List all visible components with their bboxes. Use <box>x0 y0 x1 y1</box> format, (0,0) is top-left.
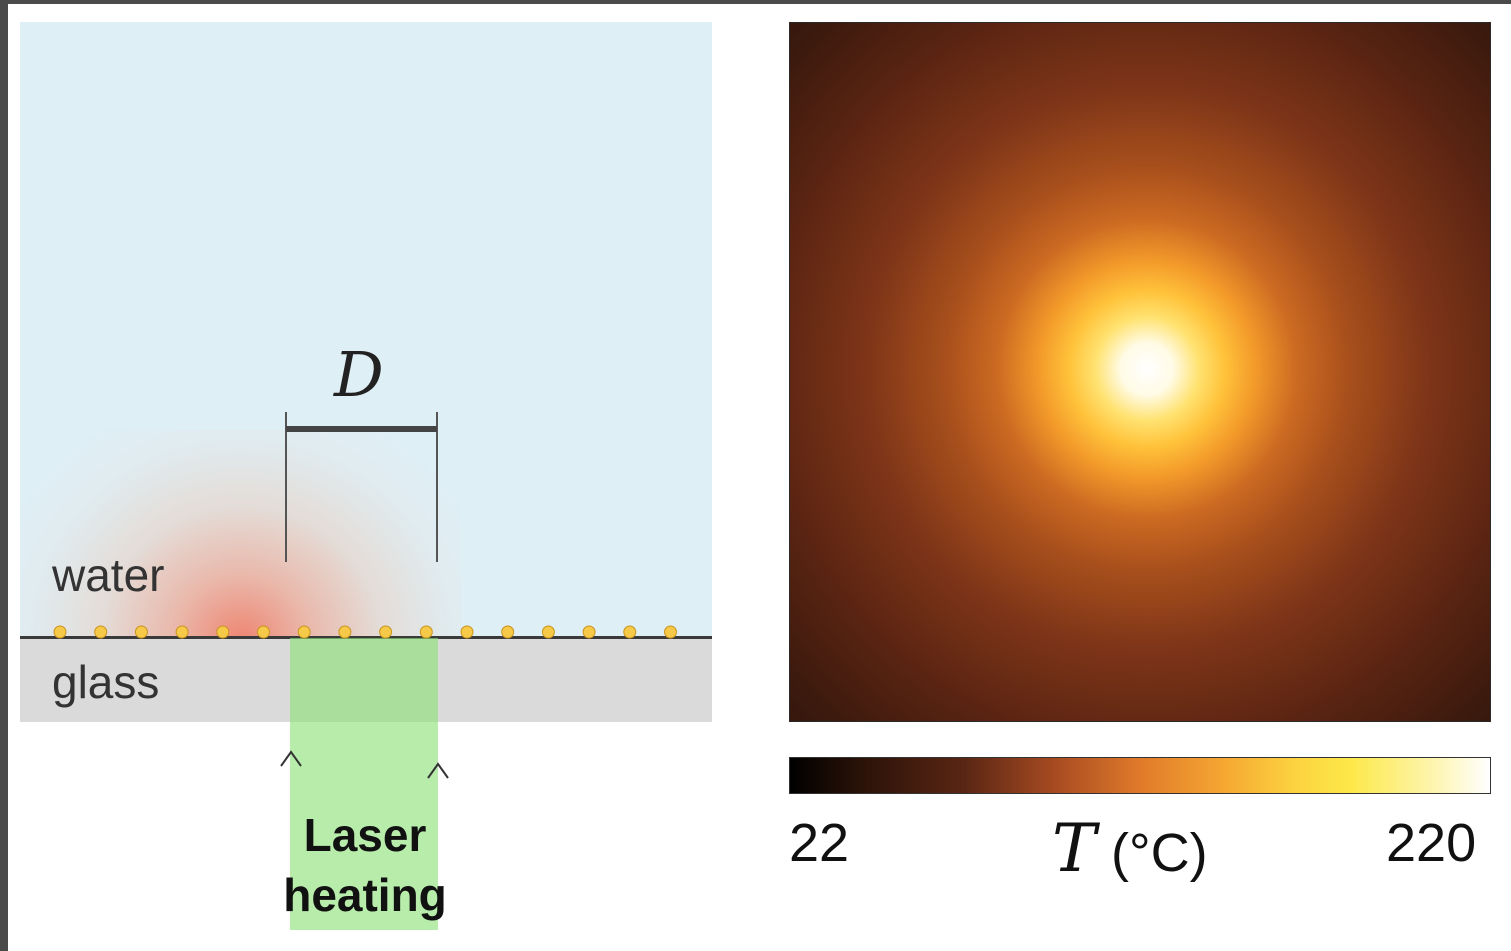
nanoparticle <box>664 625 677 639</box>
colorbar-max-label: 220 <box>1386 813 1477 873</box>
nanoparticle <box>134 625 148 639</box>
colorbar-min-label: 22 <box>789 813 850 873</box>
nanoparticle <box>297 625 311 639</box>
water-label: water <box>52 549 165 601</box>
colorbar-unit: (°C) <box>1111 823 1208 883</box>
nanoparticle <box>175 625 189 639</box>
nanoparticle <box>216 625 230 639</box>
frame-top-border <box>0 0 1511 4</box>
heat-glow <box>20 22 712 638</box>
nanoparticle <box>379 625 393 639</box>
temperature-colorbar <box>789 757 1491 794</box>
glass-label: glass <box>52 656 160 708</box>
nanoparticle <box>419 625 433 639</box>
frame-left-border <box>0 0 8 951</box>
nanoparticle <box>53 625 67 639</box>
nanoparticle <box>257 625 270 639</box>
nanoparticle <box>501 625 515 639</box>
colorbar-variable: T <box>1052 810 1097 887</box>
laser-label-line2: heating <box>283 869 447 921</box>
beam-edge-caret-right <box>427 762 449 779</box>
beam-edge-caret-left <box>280 750 302 767</box>
nanoparticle <box>460 625 474 639</box>
colorbar-title: T (°C) <box>1052 810 1208 887</box>
laser-beam <box>290 638 438 930</box>
nanoparticle <box>94 625 108 639</box>
nanoparticle <box>541 625 555 639</box>
nanoparticle-row <box>53 625 677 639</box>
nanoparticle <box>623 625 637 639</box>
nanoparticle <box>338 625 352 639</box>
laser-label-line1: Laser <box>303 809 427 861</box>
laser-heating-label: Laser heating <box>262 805 468 925</box>
nanoparticle <box>582 625 596 639</box>
temperature-heatmap <box>789 22 1491 722</box>
glass-surface-line <box>20 636 712 639</box>
dimension-label: D <box>334 338 384 411</box>
